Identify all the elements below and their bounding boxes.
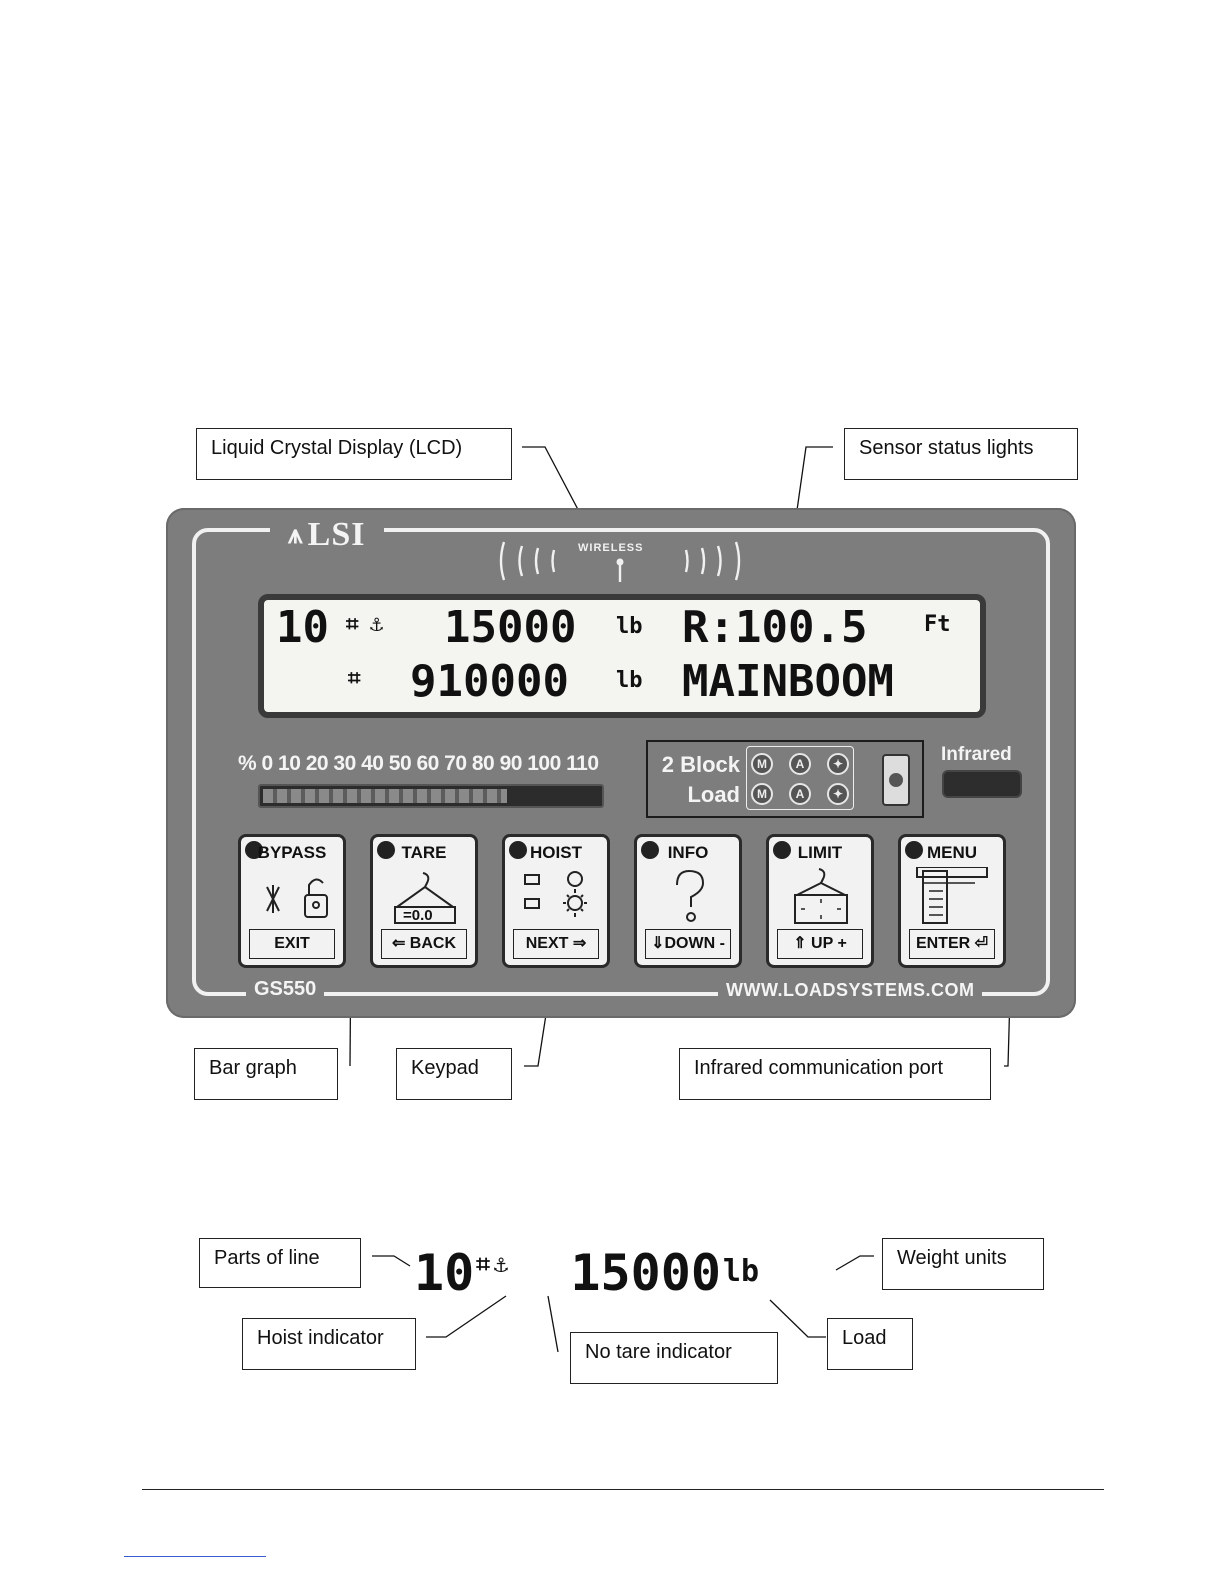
infrared-label: Infrared: [941, 744, 1012, 765]
wireless-label: WIRELESS: [578, 542, 644, 554]
key-bypass-label: BYPASS: [257, 843, 327, 862]
callout-sensor-status-lights: Sensor status lights: [844, 428, 1078, 480]
sensor-row-2block: 2 Block: [654, 752, 748, 778]
callout-hoist-indicator: Hoist indicator: [242, 1318, 416, 1370]
footnote-separator: [124, 1556, 266, 1557]
zoom-load: 15000: [570, 1244, 721, 1302]
sun-icon: [524, 871, 587, 917]
sensor-lights: M A ✦ M A ✦: [746, 746, 854, 810]
lsi-logo-icon: ⩚: [288, 520, 304, 549]
key-hoist-label: HOIST: [530, 843, 582, 862]
callout-infrared-port: Infrared communication port: [679, 1048, 991, 1100]
key-led: [377, 841, 395, 859]
key-led: [641, 841, 659, 859]
lcd-screen: 10 ⌗ ⚓ 15000 lb R:100.5 Ft ⌗ 910000 lb M…: [258, 594, 986, 718]
key-led: [509, 841, 527, 859]
zoom-parts-of-line: 10: [414, 1244, 475, 1302]
hook-icon: [394, 872, 456, 924]
callout-parts-of-line: Parts of line: [199, 1238, 361, 1288]
bar-graph-fill: [263, 789, 508, 803]
callout-no-tare-indicator: No tare indicator: [570, 1332, 778, 1384]
sensor-label-2block: 2 Block: [661, 752, 740, 777]
lcd-radius-unit: Ft: [924, 612, 951, 637]
sensor-label-load: Load: [687, 782, 740, 807]
key-led: [245, 841, 263, 859]
key-led: [905, 841, 923, 859]
light-load-a: A: [789, 783, 811, 805]
wireless-antenna-icon: [499, 541, 741, 582]
tare-zero-text: =0.0: [403, 907, 433, 924]
sensor-row-load: Load: [654, 782, 748, 808]
key-tare-back[interactable]: TARE =0.0 ⇐ BACK: [370, 834, 478, 968]
zoom-weight-unit: lb: [722, 1254, 760, 1289]
lcd-capacity-unit: lb: [616, 668, 643, 693]
brand-logo: ⩚LSI: [270, 516, 384, 554]
lcd-load-unit: lb: [616, 614, 643, 639]
lcd-hoist-indicator-icon: ⌗: [346, 612, 359, 637]
light-load-battery-icon: ✦: [827, 783, 849, 805]
bar-graph-scale: % 0 10 20 30 40 50 60 70 80 90 100 110: [238, 752, 599, 775]
key-led: [773, 841, 791, 859]
light-load-m: M: [751, 783, 773, 805]
lcd-load: 15000: [444, 602, 577, 653]
model-label: GS550: [246, 978, 325, 1001]
key-bypass-exit[interactable]: BYPASS EXIT: [238, 834, 346, 968]
key-limit-up[interactable]: LIMIT ⇑ UP +: [766, 834, 874, 968]
lcd-no-tare-indicator-icon: ⚓: [370, 612, 384, 637]
sensor-status-panel: 2 Block Load M A ✦ M A ✦: [646, 740, 924, 818]
callout-lcd: Liquid Crystal Display (LCD): [196, 428, 512, 480]
infrared-port: [942, 770, 1022, 798]
device-frame: [192, 528, 1050, 996]
key-exit-label: EXIT: [249, 929, 335, 959]
question-mark-icon: [676, 869, 705, 922]
lcd-capacity: 910000: [410, 656, 569, 707]
footer-rule: [142, 1489, 1104, 1490]
key-back-label: ⇐ BACK: [381, 929, 467, 959]
lcd-capacity-icon: ⌗: [348, 666, 361, 691]
gs550-display-unit: ⩚LSI WIRELESS 10 ⌗ ⚓ 15000 lb R:100.5 Ft…: [166, 508, 1076, 1018]
callout-load: Load: [827, 1318, 913, 1370]
callout-weight-units: Weight units: [882, 1238, 1044, 1290]
lcd-boom: MAINBOOM: [682, 656, 894, 707]
key-down-label: ⇓DOWN -: [645, 929, 731, 959]
key-next-label: NEXT ⇒: [513, 929, 599, 959]
key-menu-enter[interactable]: MENU ENTER ⏎: [898, 834, 1006, 968]
light-2block-battery-icon: ✦: [827, 753, 849, 775]
zoomed-lcd-line: 10⌗⚓ 15000lb: [414, 1244, 761, 1302]
callout-bar-graph: Bar graph: [194, 1048, 338, 1100]
light-2block-m: M: [751, 753, 773, 775]
key-up-label: ⇑ UP +: [777, 929, 863, 959]
light-2block-a: A: [789, 753, 811, 775]
website-label: WWW.LOADSYSTEMS.COM: [718, 980, 983, 1001]
key-enter-label: ENTER ⏎: [909, 929, 995, 959]
brand-text: LSI: [307, 516, 366, 553]
key-info-label: INFO: [667, 843, 709, 862]
key-hoist-next[interactable]: HOIST NEXT ⇒: [502, 834, 610, 968]
unlocked-padlock-icon: [266, 878, 328, 918]
hook-box-icon: [794, 868, 848, 924]
key-tare-label: TARE: [401, 843, 447, 862]
battery-icon: [882, 754, 910, 806]
key-limit-label: LIMIT: [797, 843, 843, 862]
key-info-down[interactable]: INFO ⇓DOWN -: [634, 834, 742, 968]
zoom-hoist-indicator-icon: ⌗: [476, 1250, 490, 1278]
lcd-parts-of-line: 10: [276, 602, 329, 653]
bar-graph: [258, 784, 604, 808]
key-menu-label: MENU: [926, 843, 978, 862]
zoom-no-tare-indicator-icon: ⚓: [493, 1250, 509, 1278]
lcd-radius: R:100.5: [682, 602, 868, 653]
callout-keypad: Keypad: [396, 1048, 512, 1100]
document-list-icon: [916, 867, 988, 924]
